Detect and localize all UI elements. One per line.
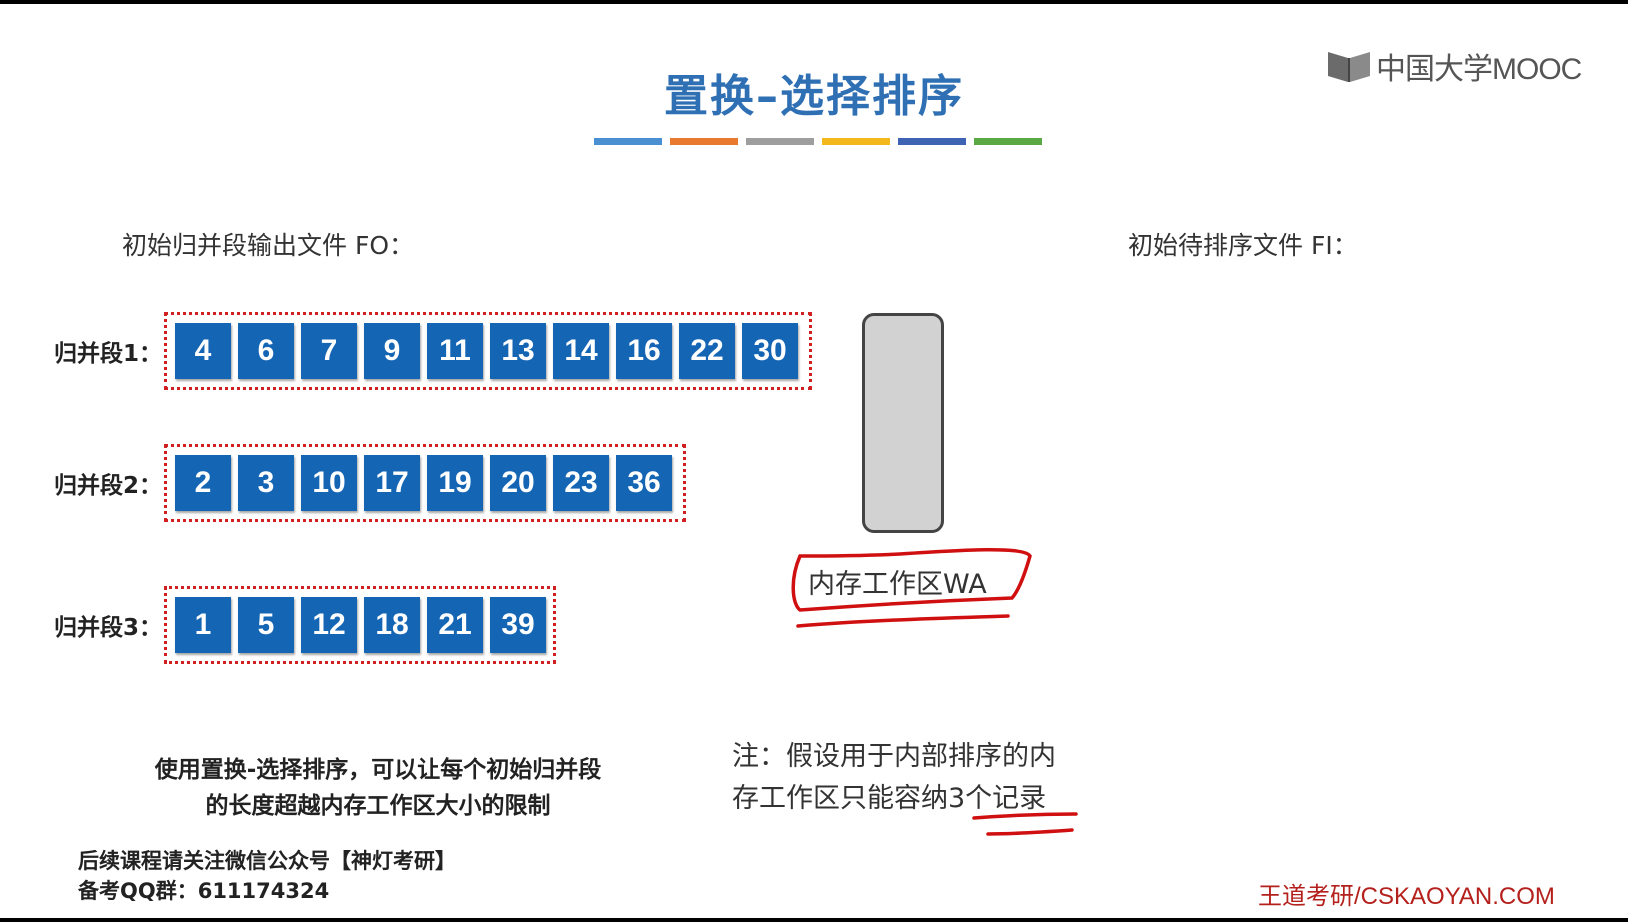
note-line-1: 注：假设用于内部排序的内: [732, 741, 1056, 772]
run-cell: 36: [616, 455, 672, 511]
run-cell: 11: [427, 323, 483, 379]
run-cell: 16: [616, 323, 672, 379]
memory-work-area: [862, 313, 944, 533]
run-cell: 39: [490, 597, 546, 653]
run-cell: 9: [364, 323, 420, 379]
run-cell: 17: [364, 455, 420, 511]
run-cell: 3: [238, 455, 294, 511]
title-color-bar: [974, 138, 1042, 145]
mooc-logo-text: 中国大学MOOC: [1376, 53, 1582, 86]
title-color-bar: [898, 138, 966, 145]
fi-label: 初始待排序文件 FI：: [1128, 231, 1358, 260]
run-cell: 4: [175, 323, 231, 379]
work-area-label: 内存工作区WA: [808, 569, 987, 600]
note: 注：假设用于内部排序的内 存工作区只能容纳3个记录: [732, 736, 1056, 820]
run-cell: 30: [742, 323, 798, 379]
run-cell: 7: [301, 323, 357, 379]
run-cell: 1: [175, 597, 231, 653]
slide: 置换–选择排序 中国大学MOOC 初始归并段输出文件 FO： 初始待排序文件 F…: [0, 4, 1628, 918]
run-cell: 22: [679, 323, 735, 379]
ink-underline-stroke: [796, 614, 1010, 628]
run-cell: 13: [490, 323, 546, 379]
run-1-box: 4 6 7 9 11 13 14 16 22 30: [164, 312, 812, 390]
run-3-label: 归并段3：: [54, 615, 163, 641]
mooc-logo: 中国大学MOOC: [1326, 44, 1582, 88]
run-cell: 5: [238, 597, 294, 653]
summary: 使用置换-选择排序，可以让每个初始归并段 的长度超越内存工作区大小的限制: [118, 752, 638, 824]
footer-info: 后续课程请关注微信公众号【神灯考研】 备考QQ群：611174324: [78, 846, 456, 906]
footer-line-2: 备考QQ群：611174324: [78, 879, 330, 903]
run-cell: 20: [490, 455, 546, 511]
run-cell: 21: [427, 597, 483, 653]
run-1-label: 归并段1：: [54, 341, 163, 367]
fo-label: 初始归并段输出文件 FO：: [122, 231, 415, 260]
run-cell: 6: [238, 323, 294, 379]
ink-underline-stroke: [986, 828, 1074, 836]
slide-title: 置换–选择排序: [664, 71, 964, 122]
title-color-bars: [594, 138, 1042, 145]
run-cell: 14: [553, 323, 609, 379]
run-cell: 18: [364, 597, 420, 653]
title-color-bar: [594, 138, 662, 145]
footer-line-1: 后续课程请关注微信公众号【神灯考研】: [78, 849, 456, 873]
run-cell: 12: [301, 597, 357, 653]
run-cell: 23: [553, 455, 609, 511]
note-line-2: 存工作区只能容纳3个记录: [732, 783, 1047, 814]
title-color-bar: [822, 138, 890, 145]
summary-line-1: 使用置换-选择排序，可以让每个初始归并段: [154, 757, 602, 783]
run-2-box: 2 3 10 17 19 20 23 36: [164, 444, 686, 522]
summary-line-2: 的长度超越内存工作区大小的限制: [205, 793, 551, 819]
title-color-bar: [746, 138, 814, 145]
run-cell: 19: [427, 455, 483, 511]
title-color-bar: [670, 138, 738, 145]
run-3-box: 1 5 12 18 21 39: [164, 586, 556, 664]
footer-brand: 王道考研/CSKAOYAN.COM: [1258, 883, 1555, 910]
run-2-label: 归并段2：: [54, 473, 163, 499]
mooc-book-icon: [1328, 52, 1370, 82]
run-cell: 2: [175, 455, 231, 511]
run-cell: 10: [301, 455, 357, 511]
